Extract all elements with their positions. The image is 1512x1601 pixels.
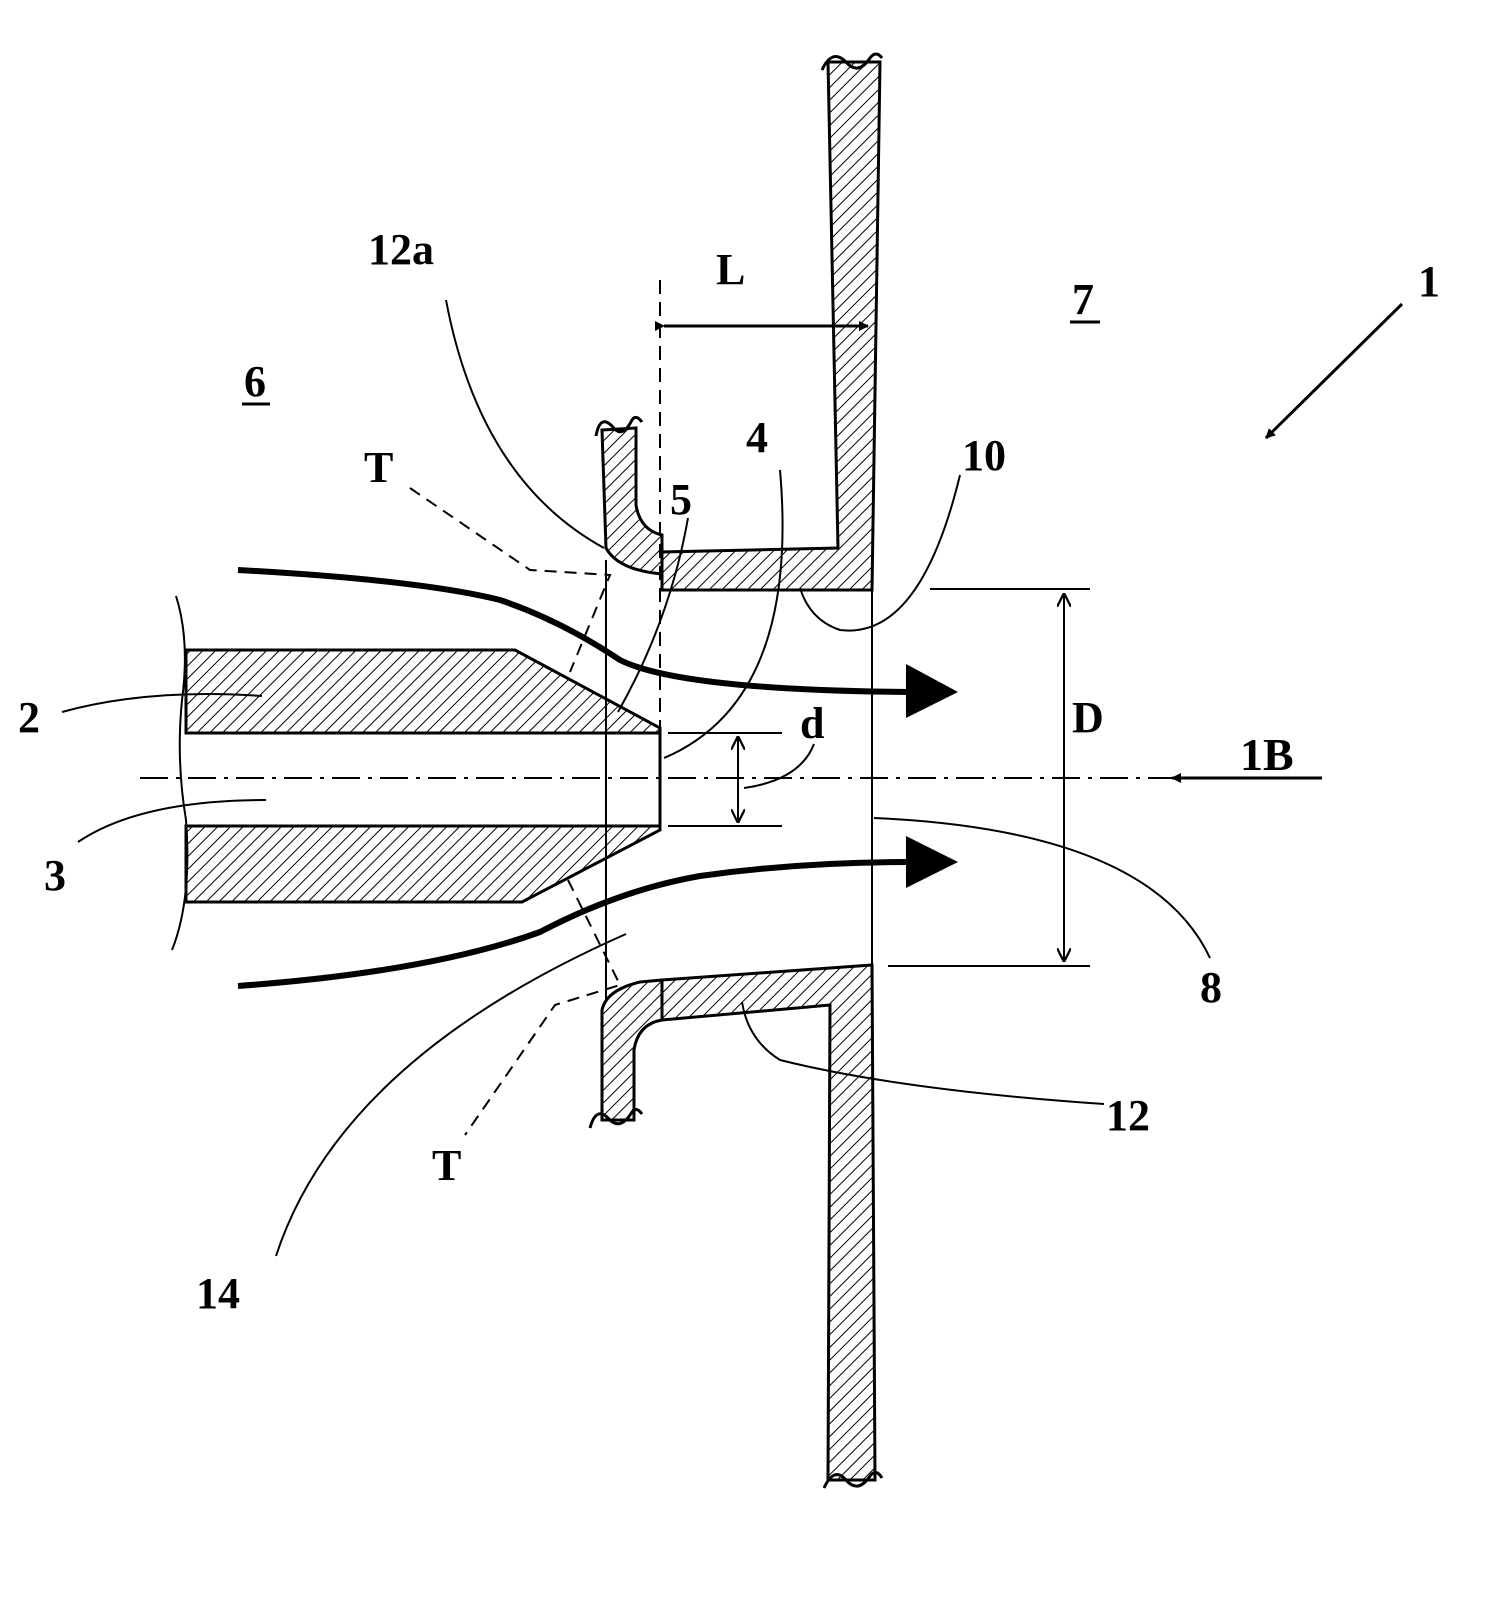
T-upper-dashed (410, 488, 610, 672)
upper-liner (602, 428, 662, 574)
lower-wall (662, 965, 875, 1480)
label-14: 14 (196, 1269, 240, 1318)
leader-12 (742, 1002, 1104, 1104)
label-5: 5 (670, 475, 692, 524)
label-2: 2 (18, 693, 40, 742)
label-10: 10 (962, 431, 1006, 480)
nozzle-upper-wall (186, 650, 660, 733)
leader-d (744, 744, 814, 788)
label-7: 7 (1072, 275, 1094, 324)
nozzle-lower-wall (186, 826, 660, 902)
label-3: 3 (44, 851, 66, 900)
label-1B: 1B (1240, 729, 1294, 780)
upper-flow-arrowhead (906, 664, 958, 718)
leader-12a (446, 300, 604, 548)
label-8: 8 (1200, 963, 1222, 1012)
label-d: d (800, 699, 824, 748)
label-T-lower: T (432, 1141, 461, 1190)
label-T-upper: T (364, 443, 393, 492)
label-12: 12 (1106, 1091, 1150, 1140)
lower-liner (602, 980, 662, 1120)
label-4: 4 (746, 413, 768, 462)
leader-14 (276, 934, 626, 1256)
label-6: 6 (244, 357, 266, 406)
label-L: L (716, 245, 745, 294)
leader-8 (874, 818, 1210, 958)
label-12a: 12a (368, 225, 434, 274)
ref-1-arrow (1266, 304, 1402, 438)
nozzle-break-line (172, 596, 187, 950)
lower-flow-arrowhead (906, 836, 958, 888)
label-D: D (1072, 693, 1104, 742)
label-1: 1 (1418, 257, 1440, 306)
